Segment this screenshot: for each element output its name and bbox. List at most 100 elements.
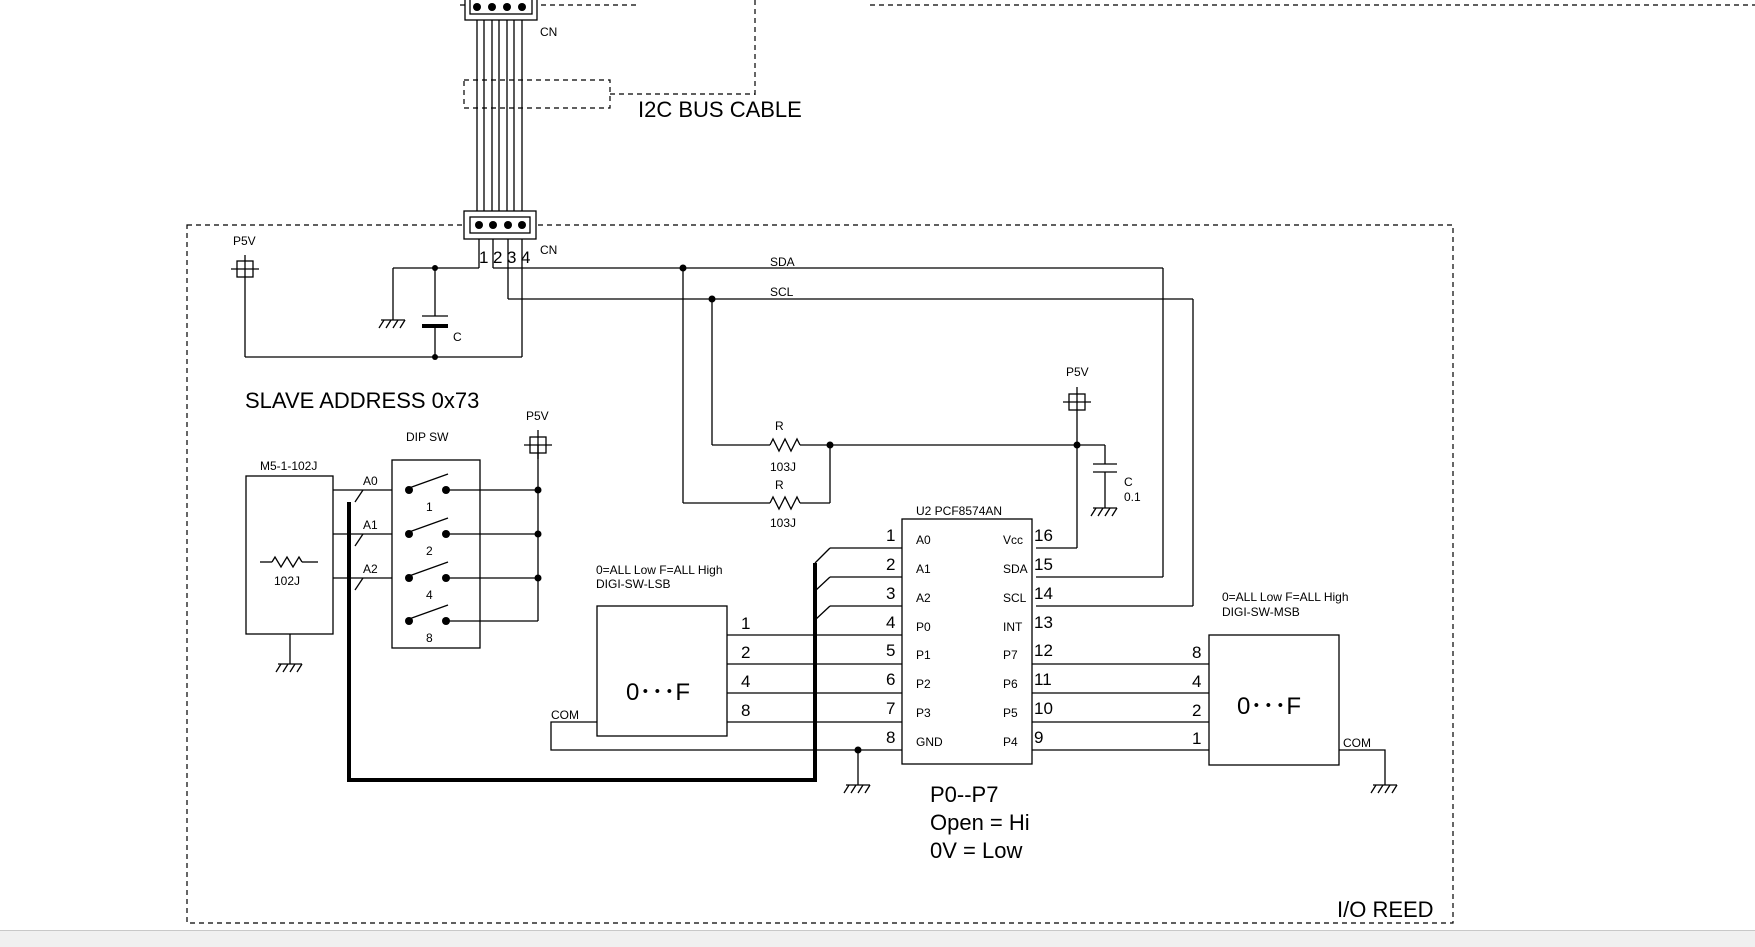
status-bar [0, 930, 1755, 947]
lsb-pin-8: 8 [741, 701, 750, 720]
chip-left-pin-7-name: P3 [916, 706, 931, 720]
dip-switch: DIP SW 1 2 4 8 [391, 409, 552, 649]
msb-pin-2: 2 [1192, 701, 1201, 720]
resistor-array-value: 102J [274, 574, 300, 588]
board-outline [186, 224, 1454, 924]
chip-right-pin-12-num: 12 [1034, 641, 1053, 660]
digi-sw-msb: 0=ALL Low F=ALL High DIGI-SW-MSB 0･･･F 8… [1032, 590, 1398, 794]
addr-a0: A0 [363, 474, 378, 488]
chip-left-pin-1-num: 1 [886, 526, 895, 545]
chip-left-pin-2-name: A1 [916, 562, 931, 576]
msb-pin-4: 4 [1192, 672, 1201, 691]
chip-right-pin-14-num: 14 [1034, 584, 1053, 603]
cn-pin-3: 3 [507, 248, 516, 267]
chip-left-pin-5-num: 5 [886, 641, 895, 660]
chip-left-pin-5-name: P1 [916, 648, 931, 662]
cn-pin-4: 4 [521, 248, 530, 267]
chip-left-pin-3-name: A2 [916, 591, 931, 605]
dip-pos-1: 1 [426, 500, 433, 514]
chip-right-pin-13-num: 13 [1034, 613, 1053, 632]
addr-a2: A2 [363, 562, 378, 576]
chip-right-pin-14-name: SCL [1003, 591, 1027, 605]
lsb-range: 0･･･F [626, 679, 690, 706]
connector-power-net: P5V C [231, 234, 523, 360]
bus-cable-label: I2C BUS CABLE [638, 97, 802, 122]
pullup-r1-label: R [775, 419, 784, 433]
chip-right-pin-10-num: 10 [1034, 699, 1053, 718]
pullup-r2-value: 103J [770, 516, 796, 530]
dip-pos-2: 2 [426, 544, 433, 558]
chip-right-pin-12-name: P7 [1003, 648, 1018, 662]
chip-left-pin-6-name: P2 [916, 677, 931, 691]
digi-sw-lsb: 0=ALL Low F=ALL High DIGI-SW-LSB 0･･･F 1… [550, 563, 902, 794]
io-note: P0--P7 Open = Hi 0V = Low [930, 782, 1030, 863]
msb-name: DIGI-SW-MSB [1222, 605, 1300, 619]
chip-left-pin-7-num: 7 [886, 699, 895, 718]
msb-desc: 0=ALL Low F=ALL High [1222, 590, 1349, 604]
sda-net-label: SDA [770, 255, 795, 269]
bottom-connector: CN 1 2 3 4 [463, 210, 557, 267]
lsb-desc: 0=ALL Low F=ALL High [596, 563, 723, 577]
board-name: I/O REED [1337, 897, 1434, 922]
chip-left-pin-2-num: 2 [886, 555, 895, 574]
cap2-label: C [1124, 475, 1133, 489]
chip-right-pin-13-name: INT [1003, 620, 1023, 634]
dip-pos-4: 4 [426, 588, 433, 602]
chip-right-pin-11-num: 11 [1034, 670, 1052, 689]
vcc-supply: P5V C 0.1 [1036, 365, 1141, 549]
cn-pin-2: 2 [493, 248, 502, 267]
resistor-array: M5-1-102J 102J [245, 459, 363, 673]
pullup-r2-label: R [775, 478, 784, 492]
chip-right-pin-16-name: Vcc [1003, 533, 1023, 547]
chip-left-pin-8-num: 8 [886, 728, 895, 747]
address-lines: A0 A1 A2 [347, 474, 902, 782]
chip-right-pin-15-name: SDA [1003, 562, 1028, 576]
slave-address-label: SLAVE ADDRESS 0x73 [245, 388, 479, 413]
p5v-label-3: P5V [1066, 365, 1089, 379]
lsb-pin-4: 4 [741, 672, 750, 691]
i2c-cable: I2C BUS CABLE [463, 20, 802, 212]
dip-pos-8: 8 [426, 631, 433, 645]
lsb-pin-2: 2 [741, 643, 750, 662]
lsb-name: DIGI-SW-LSB [596, 577, 670, 591]
addr-a1: A1 [363, 518, 378, 532]
cap-label: C [453, 330, 462, 344]
chip-right-pin-10-name: P5 [1003, 706, 1018, 720]
chip-left-pin-6-num: 6 [886, 670, 895, 689]
chip-left-pin-1-name: A0 [916, 533, 931, 547]
chip-right-pin-16-num: 16 [1034, 526, 1053, 545]
dip-sw-label: DIP SW [406, 430, 449, 444]
cap2-value: 0.1 [1124, 490, 1141, 504]
i2c-bus-nets: SDA SCL [492, 239, 1194, 607]
chip-right-pin-11-name: P6 [1003, 677, 1018, 691]
msb-pin-8: 8 [1192, 643, 1201, 662]
chip-left-pin-4-num: 4 [886, 613, 895, 632]
cn-top-label: CN [540, 25, 557, 39]
msb-range: 0･･･F [1237, 693, 1301, 720]
p5v-label-2: P5V [526, 409, 549, 423]
pullup-r1-value: 103J [770, 460, 796, 474]
msb-pin-1: 1 [1192, 729, 1201, 748]
io-note-line-2: Open = Hi [930, 810, 1030, 835]
cn-bottom-label: CN [540, 243, 557, 257]
p5v-label-1: P5V [233, 234, 256, 248]
scl-net-label: SCL [770, 285, 794, 299]
pcf8574-chip: U2 PCF8574AN 1 A0 2 A1 3 A2 4 P0 5 P1 6 … [886, 504, 1053, 765]
lsb-pin-1: 1 [741, 614, 750, 633]
io-note-line-3: 0V = Low [930, 838, 1022, 863]
pullup-resistors: R 103J R 103J [682, 268, 1077, 530]
chip-right-pin-9-name: P4 [1003, 735, 1018, 749]
top-connector: CN [460, 0, 1755, 95]
chip-left-pin-8-name: GND [916, 735, 943, 749]
resistor-array-label: M5-1-102J [260, 459, 317, 473]
chip-left-pin-4-name: P0 [916, 620, 931, 634]
lsb-com-label: COM [551, 708, 579, 722]
io-note-line-1: P0--P7 [930, 782, 998, 807]
chip-left-pin-3-num: 3 [886, 584, 895, 603]
cn-pin-1: 1 [479, 248, 488, 267]
chip-right-pin-9-num: 9 [1034, 728, 1043, 747]
chip-name: U2 PCF8574AN [916, 504, 1002, 518]
msb-com-label: COM [1343, 736, 1371, 750]
chip-right-pin-15-num: 15 [1034, 555, 1053, 574]
